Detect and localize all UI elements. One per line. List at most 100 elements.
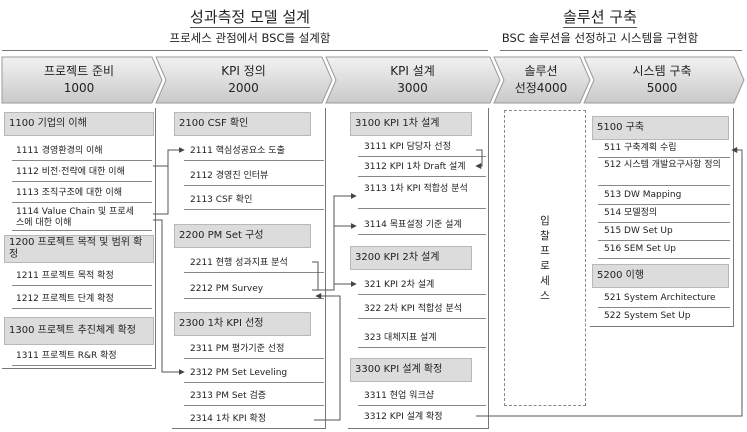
connector-1114-to-2312 xyxy=(153,219,185,375)
item-516-underline xyxy=(598,258,730,259)
item-1112: 1112 비전·전략에 대한 이해 xyxy=(16,167,125,177)
phase-1-code: 1000 xyxy=(63,81,95,95)
header-separator-right xyxy=(500,50,742,51)
group-5100: 5100 구축 xyxy=(592,116,729,140)
item-1211: 1211 프로젝트 목적 확정 xyxy=(16,271,114,281)
item-2312-underline xyxy=(184,382,324,383)
phase-3-code: 3000 xyxy=(397,81,428,95)
item-2211: 2211 현행 성과지표 분석 xyxy=(190,258,288,268)
item-511: 511 구축계획 수립 xyxy=(604,143,677,153)
phase-5-label: 시스템 구축 5000 xyxy=(592,63,732,97)
item-321-underline xyxy=(358,294,486,295)
group-1100: 1100 기업의 이해 xyxy=(4,112,154,136)
item-2112: 2112 경영진 인터뷰 xyxy=(190,171,269,181)
item-2113: 2113 CSF 확인 xyxy=(190,195,253,205)
item-3112-underline xyxy=(358,176,486,177)
item-2312: 2312 PM Set Leveling xyxy=(190,368,288,378)
item-516: 516 SEM Set Up xyxy=(604,244,677,254)
item-2313: 2313 PM Set 검증 xyxy=(190,391,267,401)
connector-2211-to-2212 xyxy=(312,261,319,291)
column-5-frame xyxy=(590,108,734,327)
item-3114: 3114 목표설정 기준 설계 xyxy=(364,220,462,230)
item-515: 515 DW Set Up xyxy=(604,226,673,236)
phase-1-name: 프로젝트 준비 xyxy=(43,64,115,78)
item-3311: 3311 현업 워크샵 xyxy=(364,391,435,401)
phase-arrow-2 xyxy=(155,56,333,104)
column-2-frame xyxy=(172,108,326,429)
connector-2314-to-3312 xyxy=(314,404,341,421)
phase-arrow-1 xyxy=(1,56,163,104)
item-323: 323 대체지표 설계 xyxy=(364,333,437,343)
item-513-underline xyxy=(598,204,730,205)
header-separator-left xyxy=(2,50,488,51)
item-323-underline xyxy=(358,347,486,348)
phase-4-label: 솔루션 선정4000 xyxy=(500,63,582,97)
item-511-underline xyxy=(598,157,730,158)
group-2300: 2300 1차 KPI 선정 xyxy=(174,312,311,336)
phase-1-label: 프로젝트 준비 1000 xyxy=(4,63,154,97)
item-512-underline xyxy=(598,185,730,186)
item-3311-underline xyxy=(358,405,486,406)
item-1113: 1113 조직구조에 대한 이해 xyxy=(16,188,123,198)
phase-3-label: KPI 설계 3000 xyxy=(335,63,490,97)
connector-1114-to-2111 xyxy=(153,150,169,215)
group-3100: 3100 KPI 1차 설계 xyxy=(350,112,472,136)
group-2200: 2200 PM Set 구성 xyxy=(174,224,311,248)
item-521: 521 System Architecture xyxy=(604,293,716,303)
item-2111-underline xyxy=(184,160,324,161)
item-1311-underline xyxy=(12,365,152,366)
item-3113-underline xyxy=(358,208,486,209)
item-1212: 1212 프로젝트 단계 확정 xyxy=(16,294,114,304)
item-1114-underline xyxy=(12,230,152,231)
connector-2212-to-3113 xyxy=(312,193,357,291)
item-1114: 1114 Value Chain 및 프로세스에 대한 이해 xyxy=(16,207,134,228)
item-1211-underline xyxy=(12,285,152,286)
right-section-subtitle: BSC 솔루션을 선정하고 시스템을 구현함 xyxy=(501,31,699,45)
left-section-subtitle: 프로세스 관점에서 BSC를 설계함 xyxy=(169,31,331,45)
item-2314: 2314 1차 KPI 확정 xyxy=(190,414,267,424)
phase-arrow-3 xyxy=(325,56,501,104)
column-1-frame xyxy=(2,108,156,369)
item-1112-underline xyxy=(12,181,152,182)
item-1212-underline xyxy=(12,308,152,309)
item-3112: 3112 KPI 1차 Draft 설계 xyxy=(364,162,466,172)
item-514: 514 모델정의 xyxy=(604,208,658,218)
item-321: 321 KPI 2차 설계 xyxy=(364,280,435,290)
column-3-frame xyxy=(348,108,489,429)
item-1111: 1111 경영환경의 이해 xyxy=(16,146,103,156)
item-3113: 3113 1차 KPI 적합성 분석 xyxy=(364,184,468,194)
item-2212: 2212 PM Survey xyxy=(190,284,264,294)
item-3312: 3312 KPI 설계 확정 xyxy=(364,412,443,422)
group-3300: 3300 KPI 설계 확정 xyxy=(350,358,472,382)
bidding-process-label: 입찰프로세스 xyxy=(540,215,550,302)
phase-4-name: 솔루션 xyxy=(524,64,558,78)
phase-arrow-5 xyxy=(583,56,745,104)
item-2212-underline xyxy=(184,298,324,299)
item-2111: 2111 핵심성공요소 도출 xyxy=(190,146,285,156)
item-322-underline xyxy=(358,318,486,319)
item-2113-underline xyxy=(184,209,324,210)
item-1311: 1311 프로젝트 R&R 확정 xyxy=(16,351,117,361)
item-522: 522 System Set Up xyxy=(604,311,691,321)
item-2311-underline xyxy=(184,358,324,359)
left-section-title: 성과측정 모델 설계 xyxy=(150,6,350,28)
connector-3111-to-3112 xyxy=(475,149,483,169)
group-2100: 2100 CSF 확인 xyxy=(174,112,311,136)
phase-3-name: KPI 설계 xyxy=(390,64,435,78)
group-5200: 5200 이행 xyxy=(592,264,729,288)
connector-3312-to-2212 xyxy=(315,293,341,404)
phase-2-code: 2000 xyxy=(228,81,259,95)
item-1111-underline xyxy=(12,160,152,161)
item-3114-underline xyxy=(358,234,486,235)
item-514-underline xyxy=(598,222,730,223)
left-section-title-text: 성과측정 모델 설계 xyxy=(190,8,310,28)
phase-2-name: KPI 정의 xyxy=(221,64,266,78)
item-515-underline xyxy=(598,240,730,241)
phase-5-code: 5000 xyxy=(646,81,678,95)
item-3111-underline xyxy=(358,156,486,157)
item-513: 513 DW Mapping xyxy=(604,190,682,200)
right-section-title: 솔루션 구축 xyxy=(510,6,690,28)
bidding-process-box xyxy=(504,110,586,406)
